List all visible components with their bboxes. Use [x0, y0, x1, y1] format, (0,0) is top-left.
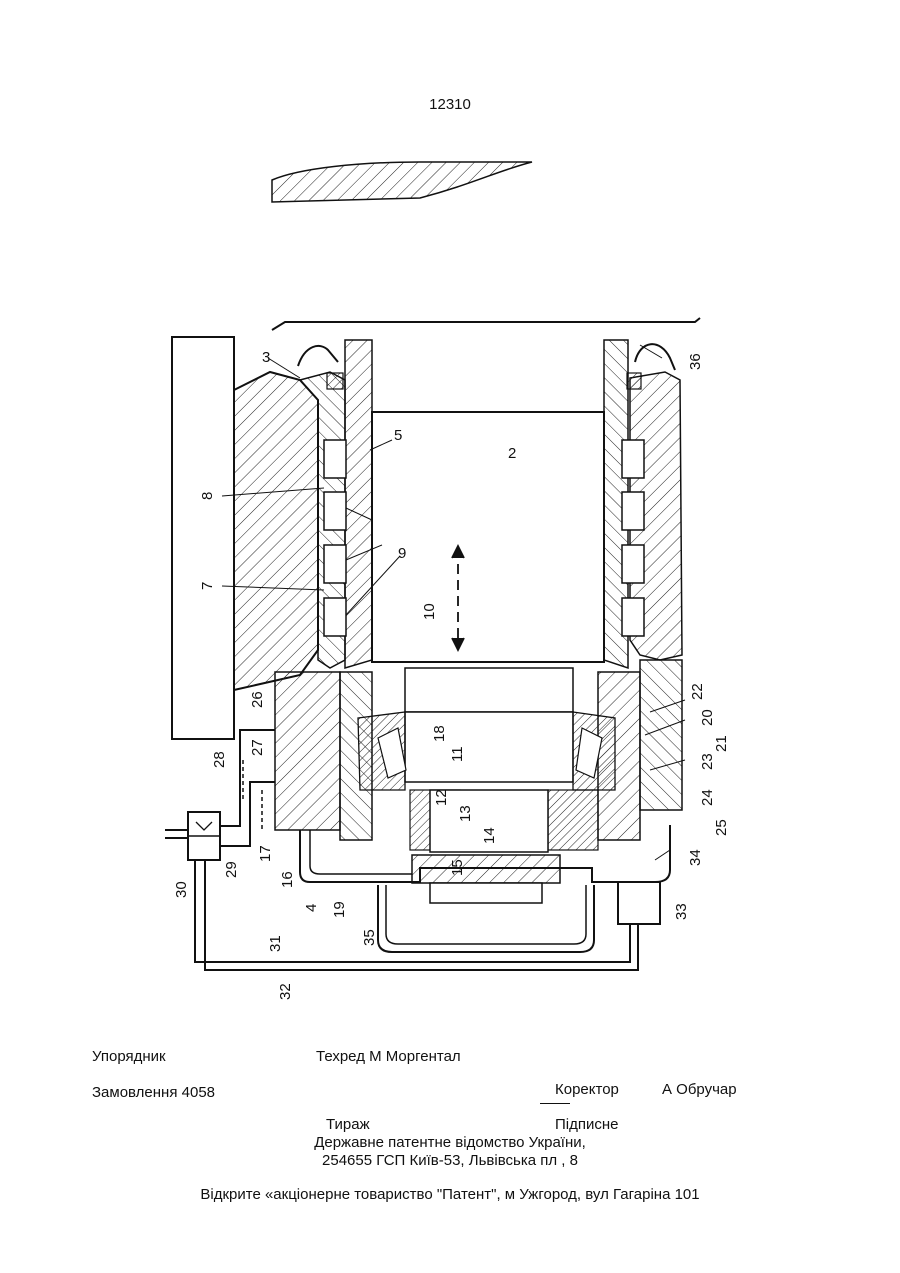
- label-4: 4: [303, 904, 320, 912]
- label-7: 7: [199, 582, 216, 590]
- seal-ring-right: [627, 373, 641, 389]
- lower-housing-left: [275, 672, 340, 830]
- label-35: 35: [361, 929, 378, 946]
- label-8: 8: [199, 492, 216, 500]
- compiler-label: Упорядник: [92, 1048, 166, 1065]
- seal-right: [635, 344, 675, 370]
- label-13: 13: [457, 805, 474, 822]
- blade-root-block: [172, 337, 234, 739]
- label-29: 29: [223, 861, 240, 878]
- circulation: Тираж: [326, 1116, 370, 1133]
- shaft-body: [405, 712, 573, 782]
- label-3: 3: [262, 349, 270, 366]
- label-17: 17: [257, 845, 274, 862]
- label-30: 30: [173, 881, 190, 898]
- label-24: 24: [699, 789, 716, 806]
- label-14: 14: [481, 827, 498, 844]
- label-23: 23: [699, 753, 716, 770]
- label-10: 10: [421, 603, 438, 620]
- label-16: 16: [279, 871, 296, 888]
- line-29: [220, 782, 275, 846]
- label-11: 11: [449, 746, 466, 762]
- office-address: 254655 ГСП Київ-53, Львівська пл , 8: [0, 1152, 900, 1169]
- hub-top-edge: [272, 318, 700, 330]
- label-31: 31: [267, 935, 284, 952]
- pump-33: [618, 882, 660, 924]
- corrector-label: Коректор: [555, 1081, 619, 1098]
- label-25: 25: [713, 819, 730, 836]
- label-26: 26: [249, 691, 266, 708]
- label-32: 32: [277, 983, 294, 1000]
- label-22: 22: [689, 683, 706, 700]
- line-28: [220, 730, 275, 826]
- label-20: 20: [699, 709, 716, 726]
- airfoil-section: [272, 162, 532, 202]
- bore: [372, 412, 604, 662]
- shaft-neck: [405, 668, 573, 712]
- label-21: 21: [713, 735, 730, 752]
- corrector-name: А Обручар: [662, 1081, 737, 1098]
- label-19: 19: [331, 901, 348, 918]
- seal-ring-left: [327, 373, 343, 389]
- label-34: 34: [687, 849, 704, 866]
- inner-sleeve-left: [345, 340, 372, 668]
- shaft-end: [430, 883, 542, 903]
- label-36: 36: [687, 353, 704, 370]
- label-15: 15: [449, 859, 466, 876]
- nut-right: [548, 790, 598, 850]
- seal-left: [298, 346, 338, 366]
- techred: Техред М Моргентал: [316, 1048, 461, 1065]
- label-2: 2: [508, 445, 516, 462]
- label-5: 5: [394, 427, 402, 444]
- label-9: 9: [398, 545, 406, 562]
- label-33: 33: [673, 903, 690, 920]
- corrector-underline: [540, 1103, 570, 1104]
- subscription: Підписне: [555, 1116, 619, 1133]
- patent-office: Державне патентне відомство України,: [0, 1134, 900, 1151]
- mount-flange: [234, 372, 318, 690]
- publisher-line: Відкрите «акціонерне товариство "Патент"…: [0, 1186, 900, 1203]
- label-18: 18: [431, 725, 448, 742]
- order-number: Замовлення 4058: [92, 1084, 215, 1101]
- label-27: 27: [249, 739, 266, 756]
- label-12: 12: [433, 789, 450, 806]
- label-28: 28: [211, 751, 228, 768]
